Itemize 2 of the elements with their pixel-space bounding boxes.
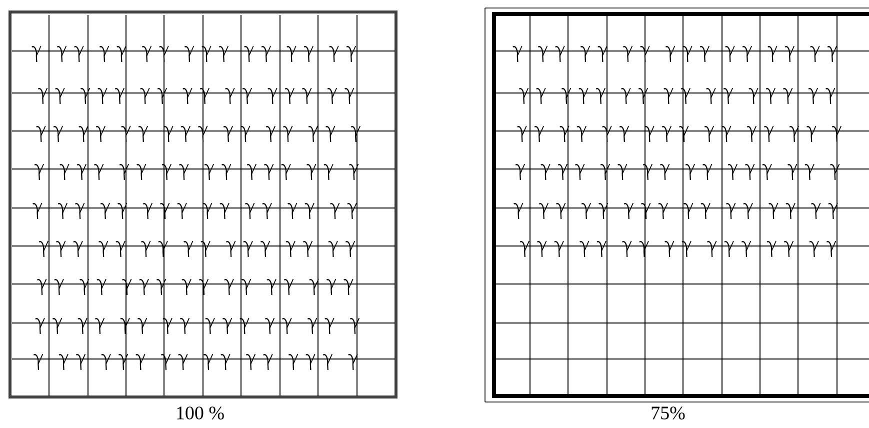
percentage-label: 100 % <box>177 406 224 420</box>
percentage-label: 75% <box>652 406 685 420</box>
